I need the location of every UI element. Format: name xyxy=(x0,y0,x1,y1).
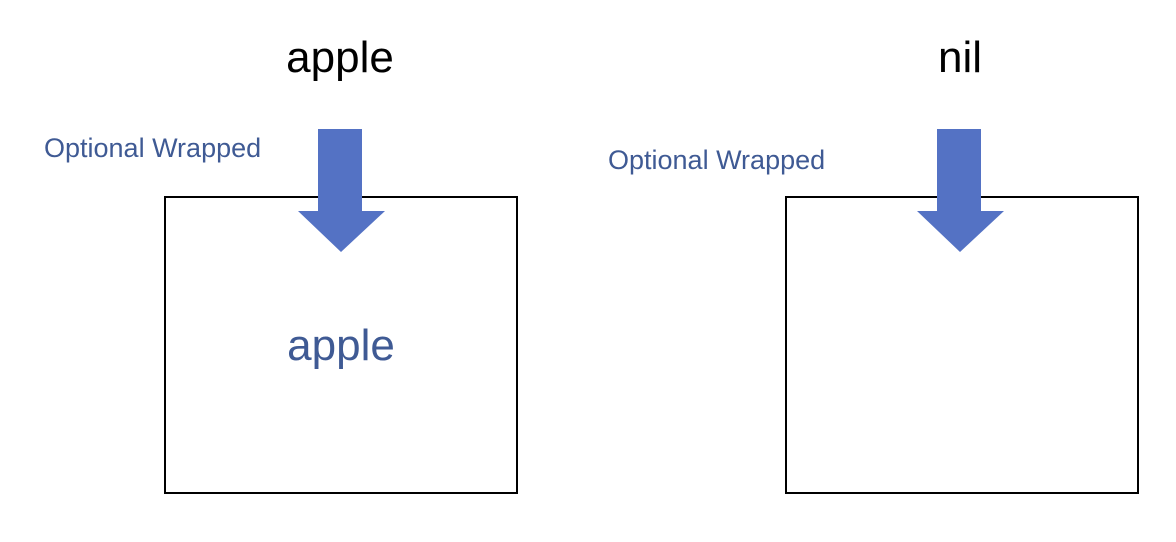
down-arrow-icon xyxy=(917,129,1004,252)
optional-wrapped-label: Optional Wrapped xyxy=(44,133,262,163)
down-arrow-icon xyxy=(298,129,385,252)
wrapped-value-text: apple xyxy=(287,321,395,370)
optional-wrapped-label: Optional Wrapped xyxy=(608,145,826,175)
value-title-apple: apple xyxy=(286,33,394,82)
wrapped-value-text-empty xyxy=(785,316,1139,376)
value-title-nil: nil xyxy=(937,33,983,82)
